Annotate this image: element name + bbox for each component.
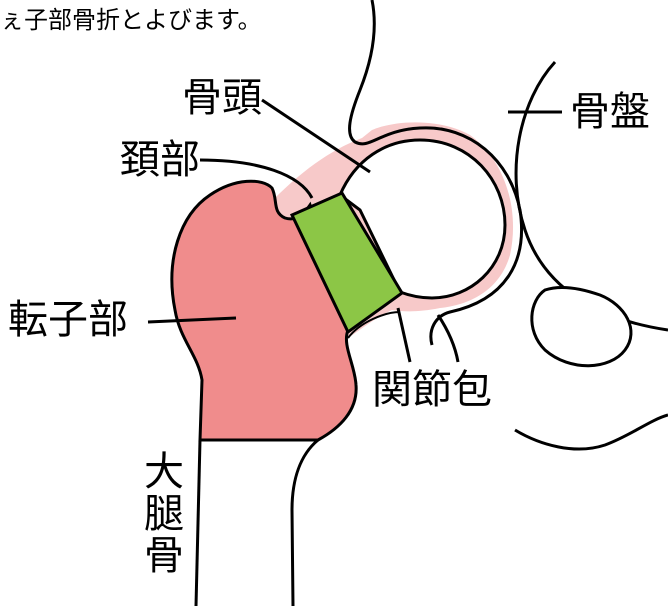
- pelvis-obturator-foramen: [532, 288, 631, 366]
- capsule-pointer-1: [398, 308, 410, 362]
- label-neck: 頚部: [120, 140, 200, 180]
- top-caption: ぇ子部骨折とよびます。: [0, 8, 262, 32]
- label-pelvis: 骨盤: [570, 92, 650, 132]
- label-femoral-head: 骨頭: [182, 78, 262, 118]
- capsule-pointer-2: [438, 315, 458, 362]
- label-trochanter: 転子部: [8, 300, 128, 340]
- label-femur: 大腿骨: [140, 450, 180, 576]
- pelvis-lower-curve: [515, 415, 668, 449]
- femur-shaft-left: [196, 440, 200, 606]
- label-joint-capsule: 関節包: [372, 370, 492, 410]
- femur-shaft-right: [292, 440, 318, 606]
